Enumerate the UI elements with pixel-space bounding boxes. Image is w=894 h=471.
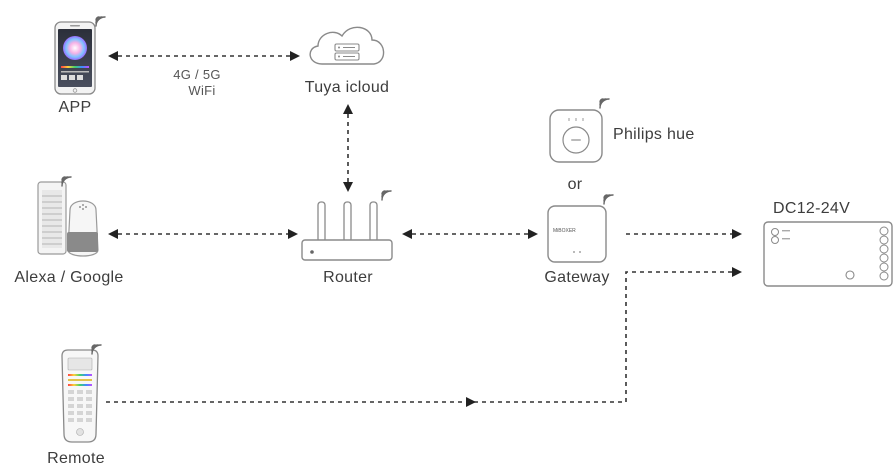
remote-label: Remote <box>47 450 105 467</box>
gateway-label: Gateway <box>544 269 610 286</box>
smartphone-icon <box>54 21 96 95</box>
cloud-server-icon <box>309 26 385 65</box>
link-gateway-controller <box>626 229 742 239</box>
or-label: or <box>567 176 583 193</box>
alexa-google-label: Alexa / Google <box>14 269 124 286</box>
gateway-icon <box>547 205 607 263</box>
gateway-brand-label: MiBOXER <box>553 228 576 234</box>
remote-control-icon <box>61 349 99 443</box>
philips-hue-label: Philips hue <box>613 126 695 143</box>
wifi-signal-icon <box>91 344 102 355</box>
link-label-line2: WiFi <box>188 83 216 98</box>
led-controller-icon <box>763 221 893 287</box>
wifi-signal-icon <box>61 176 72 187</box>
wifi-signal-icon <box>381 190 392 201</box>
link-alexa-router <box>108 229 298 239</box>
controller-voltage-label: DC12-24V <box>773 200 851 217</box>
hue-bridge-icon <box>549 109 603 163</box>
wifi-signal-icon <box>603 194 614 205</box>
router-label: Router <box>323 269 373 286</box>
wifi-signal-icon <box>95 16 106 27</box>
link-remote-controller <box>106 267 742 407</box>
link-label-line1: 4G / 5G <box>173 67 221 82</box>
app-label: APP <box>58 99 92 116</box>
wifi-signal-icon <box>599 98 610 109</box>
link-cloud-router <box>343 104 353 192</box>
cloud-label: Tuya icloud <box>304 79 390 96</box>
router-icon <box>301 201 393 261</box>
smart-speaker-icon <box>37 181 99 257</box>
link-router-gateway <box>402 229 538 239</box>
link-app-cloud <box>108 51 300 61</box>
